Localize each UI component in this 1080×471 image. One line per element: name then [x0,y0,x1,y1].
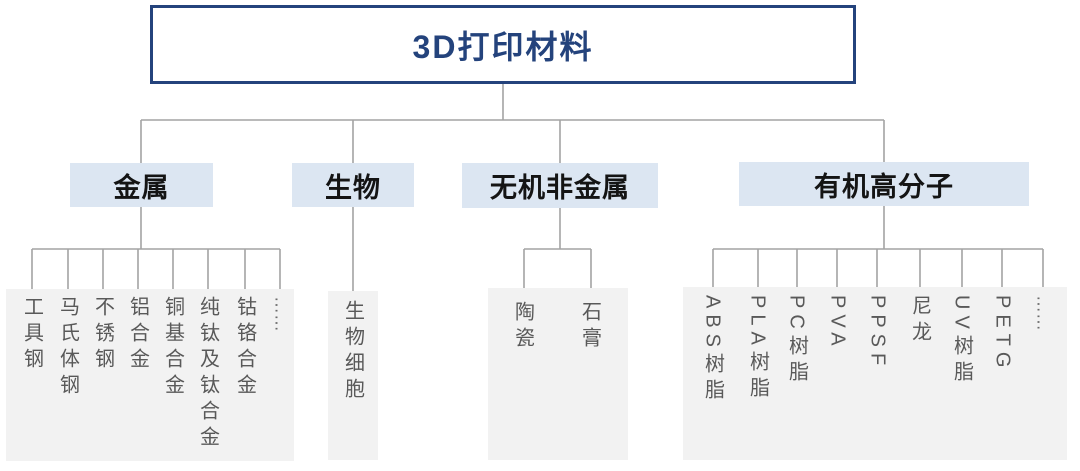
leaf-tool-steel: 工具钢 [20,296,43,374]
leaf-nylon: 尼龙 [908,295,931,347]
leaf-stainless-steel: 不锈钢 [91,296,114,374]
root-node: 3D打印材料 [150,5,856,84]
leaf-bio-cells: 生物细胞 [341,300,364,404]
leaf-pla-resin: PLA树脂 [746,295,769,403]
leaf-cobalt-chrome-alloy: 钴铬合金 [233,296,256,400]
leaf-ppsf: PPSF [866,295,889,372]
leaf-copper-alloy: 铜基合金 [161,296,184,400]
leaf-organic-ellipsis: …… [1033,295,1054,331]
leaf-band-inorganic [488,288,628,460]
category-organic-polymer: 有机高分子 [739,162,1029,206]
leaf-pva: PVA [826,295,849,352]
leaf-gypsum: 石膏 [578,301,601,353]
leaf-abs-resin: ABS树脂 [701,295,724,406]
leaf-martensitic-steel: 马氏体钢 [56,296,79,400]
leaf-uv-resin: UV树脂 [950,295,973,387]
category-inorganic-nonmetal: 无机非金属 [462,163,658,208]
leaf-band-metal [6,289,294,461]
leaf-pc-resin: PC树脂 [785,295,808,387]
leaf-petg: PETG [991,295,1014,374]
leaf-aluminum-alloy: 铝合金 [126,296,149,374]
category-bio: 生物 [292,163,414,207]
leaf-titanium-alloy: 纯钛及钛合金 [196,296,219,452]
leaf-band-organic [683,287,1067,460]
leaf-ceramic: 陶瓷 [511,301,534,353]
leaf-band-bio [328,291,378,460]
tree-branch-paths [31,84,1044,291]
leaf-metal-ellipsis: …… [271,296,292,332]
category-metal: 金属 [70,163,213,207]
